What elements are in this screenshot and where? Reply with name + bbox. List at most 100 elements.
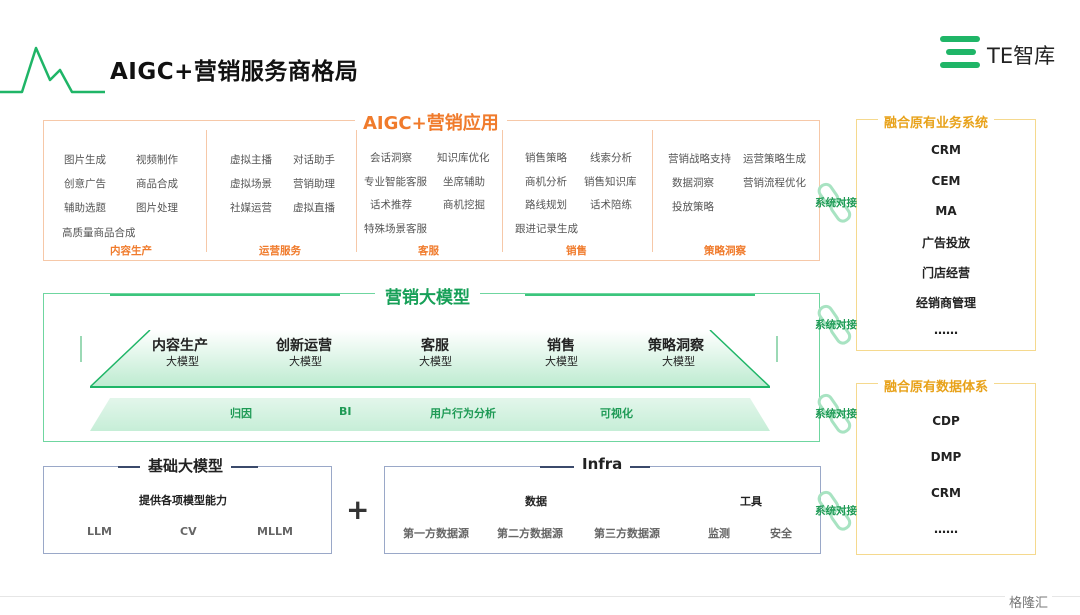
app-item: 营销流程优化 [743, 177, 806, 189]
app-item: 辅助选题 [64, 202, 106, 214]
infra-data-label: 数据 [525, 495, 547, 508]
app-item: 销售知识库 [584, 176, 637, 188]
app-item: 运营策略生成 [743, 153, 806, 165]
app-column-label: 策略洞察 [704, 245, 746, 257]
app-item: 商机挖掘 [443, 199, 485, 211]
connector-label: 系统对接 [815, 197, 857, 209]
business-system-item: 门店经营 [921, 266, 970, 280]
model-name: 策略洞察 [648, 338, 704, 354]
data-system-item: CDP [932, 414, 960, 428]
page-title: AIGC+营销服务商格局 [110, 59, 359, 85]
connector-label: 系统对接 [815, 319, 857, 331]
data-system-item: DMP [930, 450, 962, 464]
connector-label: 系统对接 [815, 505, 857, 517]
column-divider [502, 130, 503, 252]
infra-tool-item: 安全 [770, 527, 792, 540]
app-item: 坐席辅助 [443, 176, 485, 188]
app-item: 图片生成 [64, 154, 106, 166]
app-item: 专业智能客服 [364, 176, 427, 188]
title-rule [110, 294, 340, 296]
side-tick [80, 336, 82, 362]
watermark: 格隆汇 [1005, 590, 1053, 613]
app-item: 营销助理 [293, 178, 335, 190]
business-system-item: …… [934, 323, 958, 337]
link-chain-icon [817, 304, 852, 345]
app-column-label: 运营服务 [259, 245, 301, 257]
business-system-item: CRM [931, 143, 961, 157]
app-item: 特殊场景客服 [364, 223, 427, 235]
app-item: 社媒运营 [230, 202, 272, 214]
column-divider [356, 130, 357, 252]
model-sub: 大模型 [545, 355, 578, 368]
capability-item: BI [339, 405, 352, 418]
connector-label: 系统对接 [815, 408, 857, 420]
model-sub: 大模型 [289, 355, 322, 368]
app-item: 投放策略 [672, 201, 714, 213]
app-item: 销售策略 [525, 152, 567, 164]
app-item: 视频制作 [136, 154, 178, 166]
app-item: 虚拟场景 [230, 178, 272, 190]
data-systems-title: 融合原有数据体系 [878, 376, 995, 395]
base-model-panel [43, 466, 332, 554]
model-name: 客服 [421, 338, 449, 354]
model-name: 销售 [547, 338, 575, 354]
infra-tool-item: 监测 [708, 527, 730, 540]
link-chain-icon [817, 393, 852, 434]
capability-item: 归因 [230, 407, 252, 420]
footer-rule [0, 596, 1080, 597]
business-system-item: CEM [931, 174, 961, 188]
app-item: 商机分析 [525, 176, 567, 188]
app-item: 会话洞察 [370, 152, 412, 164]
base-model-title: 基础大模型 [140, 455, 232, 476]
infra-title: Infra [574, 455, 631, 473]
app-item: 营销战略支持 [668, 153, 731, 165]
base-model-item: CV [180, 525, 197, 538]
app-column-label: 内容生产 [110, 245, 152, 257]
app-column-label: 客服 [418, 245, 439, 257]
app-item: 图片处理 [136, 202, 178, 214]
infra-data-item: 第一方数据源 [403, 527, 469, 540]
title-rule [525, 294, 755, 296]
column-divider [652, 130, 653, 252]
app-item: 创意广告 [64, 178, 106, 190]
business-systems-title: 融合原有业务系统 [878, 112, 995, 131]
logo-text: TE智库 [987, 44, 1056, 68]
capability-item: 用户行为分析 [430, 407, 496, 420]
app-item: 话术陪练 [590, 199, 632, 211]
model-platform-shape [90, 330, 770, 388]
base-model-item: LLM [87, 525, 112, 538]
data-system-item: CRM [931, 486, 961, 500]
model-name: 内容生产 [152, 338, 208, 354]
app-item: 跟进记录生成 [515, 223, 578, 235]
side-tick [776, 336, 778, 362]
app-item: 虚拟主播 [230, 154, 272, 166]
base-model-item: MLLM [257, 525, 293, 538]
te-logo-icon [940, 36, 980, 68]
business-system-item: MA [935, 204, 957, 218]
capability-item: 可视化 [600, 407, 633, 420]
app-item: 虚拟直播 [293, 202, 335, 214]
app-item: 路线规划 [525, 199, 567, 211]
model-name: 创新运营 [276, 338, 332, 354]
base-model-subtitle: 提供各项模型能力 [139, 494, 227, 507]
model-sub: 大模型 [662, 355, 695, 368]
app-item: 对话助手 [293, 154, 335, 166]
app-item: 数据洞察 [672, 177, 714, 189]
data-system-item: …… [934, 522, 958, 536]
app-item: 高质量商品合成 [62, 227, 136, 239]
app-item: 话术推荐 [370, 199, 412, 211]
marketing-model-title: 营销大模型 [375, 283, 480, 308]
link-chain-icon [817, 490, 852, 531]
app-item: 商品合成 [136, 178, 178, 190]
infra-tools-label: 工具 [740, 495, 762, 508]
model-sub: 大模型 [166, 355, 199, 368]
business-system-item: 经销商管理 [915, 296, 976, 310]
link-chain-icon [817, 182, 852, 223]
business-system-item: 广告投放 [921, 236, 970, 250]
infra-data-item: 第二方数据源 [497, 527, 563, 540]
pulse-line-icon [0, 46, 105, 94]
app-column-label: 销售 [566, 245, 587, 257]
app-item: 知识库优化 [437, 152, 490, 164]
app-item: 线索分析 [590, 152, 632, 164]
infra-data-item: 第三方数据源 [594, 527, 660, 540]
